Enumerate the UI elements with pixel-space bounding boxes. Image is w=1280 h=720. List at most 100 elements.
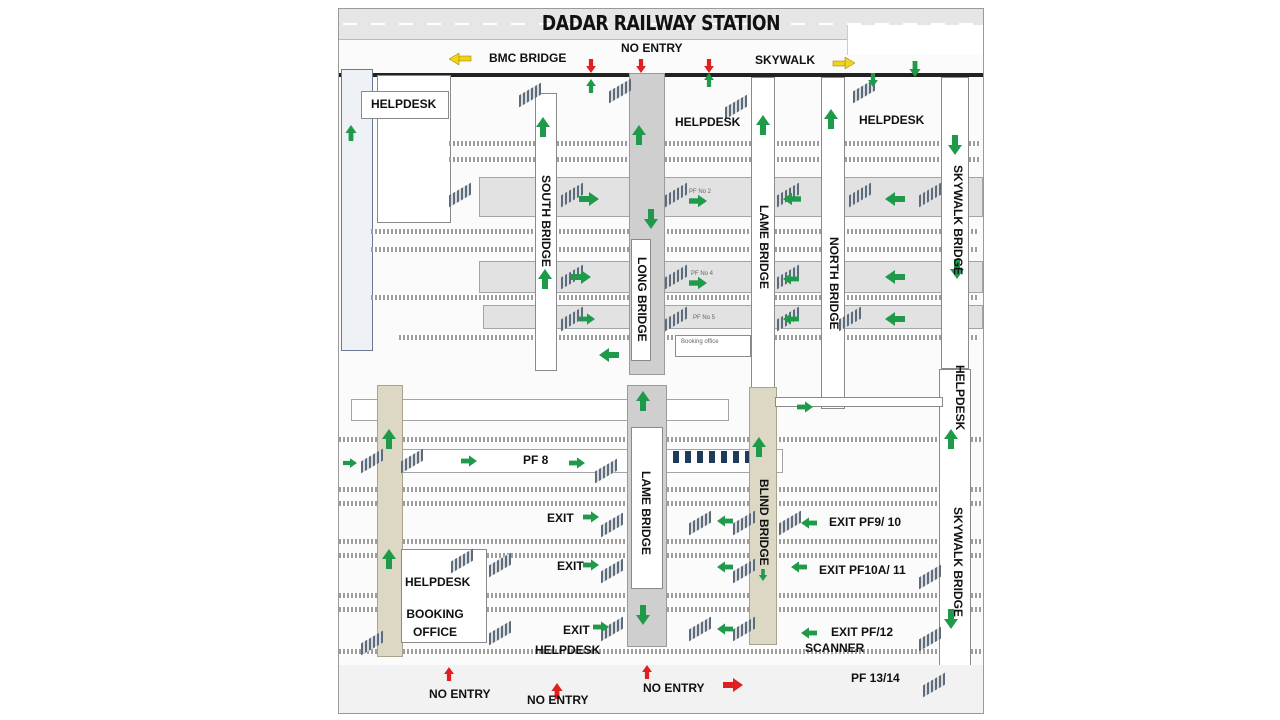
green-arrow-icon <box>758 569 768 581</box>
green-arrow-icon <box>586 79 596 93</box>
lame-bridge-bottom-label: LAME BRIDGE <box>639 471 653 555</box>
green-arrow-icon <box>868 73 878 87</box>
south-bridge <box>535 93 557 371</box>
booking-office-label: BOOKING OFFICE <box>406 607 464 639</box>
skywalk-label: SKYWALK <box>755 53 815 67</box>
green-arrow-icon <box>783 313 799 325</box>
exit-pf10a-11-label: EXIT PF10A/ 11 <box>819 563 906 577</box>
green-arrow-icon <box>801 517 817 529</box>
track <box>371 229 979 234</box>
no-entry-label-2: NO ENTRY <box>527 693 589 707</box>
track <box>339 649 983 654</box>
green-arrow-icon <box>944 429 958 449</box>
green-arrow-icon <box>885 312 905 326</box>
long-bridge-inner <box>631 239 651 361</box>
green-arrow-icon <box>783 273 799 285</box>
pf-no-5-label: PF No 5 <box>693 315 716 321</box>
booking-office-box <box>401 549 487 643</box>
exit-pf9-10-label: EXIT PF9/ 10 <box>829 515 902 529</box>
map-title: DADAR RAILWAY STATION <box>541 11 781 35</box>
green-arrow-icon <box>885 192 905 206</box>
walkway-north <box>775 397 943 407</box>
track <box>449 157 979 162</box>
helpdesk-left-label: HELPDESK <box>405 575 471 589</box>
green-arrow-icon <box>536 117 550 137</box>
skywalk-top-right <box>847 25 983 55</box>
green-arrow-icon <box>689 276 707 290</box>
red-arrow-icon <box>586 59 596 73</box>
helpdesk-label-1: HELPDESK <box>371 97 437 111</box>
green-arrow-icon <box>636 605 650 625</box>
green-arrow-icon <box>948 135 962 155</box>
left-bridge <box>377 385 403 657</box>
green-arrow-icon <box>579 313 595 325</box>
scanner-label: SCANNER <box>805 641 865 655</box>
green-arrow-icon <box>797 401 813 413</box>
green-arrow-icon <box>343 458 357 468</box>
no-entry-label-3: NO ENTRY <box>643 681 705 695</box>
green-arrow-icon <box>569 457 585 469</box>
green-arrow-icon <box>717 623 733 635</box>
helpdesk-bottom-label: HELPDESK <box>535 643 601 657</box>
red-arrow-icon <box>636 59 646 73</box>
pf-no-2-label: PF No 2 <box>689 189 712 195</box>
checker-strip <box>673 451 749 463</box>
lame-bridge-bottom-inner <box>631 427 663 589</box>
exit-label-2: EXIT <box>557 559 584 573</box>
north-bridge <box>821 77 845 409</box>
green-arrow-icon <box>382 549 396 569</box>
green-arrow-icon <box>801 627 817 639</box>
yellow-arrow-icon <box>832 56 856 70</box>
green-arrow-icon <box>752 437 766 457</box>
track <box>371 295 979 300</box>
green-arrow-icon <box>636 391 650 411</box>
red-arrow-icon <box>444 667 454 681</box>
lame-bridge-top-label: LAME BRIDGE <box>757 205 771 289</box>
exit-pf12-label: EXIT PF/12 <box>831 625 894 639</box>
red-arrow-icon <box>642 665 652 679</box>
booking-office-small-label: Booking office <box>681 339 719 345</box>
pf8-label: PF 8 <box>523 453 549 467</box>
bmc-bridge-label: BMC BRIDGE <box>489 51 567 65</box>
skywalk-bridge-bottom-label: SKYWALK BRIDGE <box>951 507 965 618</box>
south-bridge-label: SOUTH BRIDGE <box>539 175 553 268</box>
green-arrow-icon <box>717 561 733 573</box>
green-arrow-icon <box>909 61 921 77</box>
green-arrow-icon <box>345 125 357 141</box>
red-arrow-icon <box>723 678 743 692</box>
green-arrow-icon <box>824 109 838 129</box>
green-arrow-icon <box>593 621 609 633</box>
pf-no-4-label: PF No 4 <box>691 271 714 277</box>
no-entry-label-1: NO ENTRY <box>429 687 491 701</box>
track <box>371 247 979 252</box>
pf13-14-label: PF 13/14 <box>851 671 900 685</box>
station-map: DADAR RAILWAY STATION <box>338 8 984 714</box>
no-entry-top-label: NO ENTRY <box>621 41 683 55</box>
exit-label-1: EXIT <box>547 511 574 525</box>
green-arrow-icon <box>885 270 905 284</box>
green-arrow-icon <box>571 270 591 284</box>
exit-label-3: EXIT <box>563 623 590 637</box>
green-arrow-icon <box>538 269 552 289</box>
helpdesk-label-2: HELPDESK <box>675 115 741 129</box>
skywalk-bridge-top <box>941 77 969 369</box>
green-arrow-icon <box>632 125 646 145</box>
booking-office-small-box <box>675 335 751 357</box>
green-arrow-icon <box>583 511 599 523</box>
road-marking <box>343 23 979 25</box>
green-arrow-icon <box>704 73 714 87</box>
helpdesk-top-left-box <box>361 91 449 119</box>
green-arrow-icon <box>583 559 599 571</box>
green-arrow-icon <box>689 194 707 208</box>
green-arrow-icon <box>644 209 658 229</box>
green-arrow-icon <box>717 515 733 527</box>
skywalk-bridge-top-label: SKYWALK BRIDGE <box>951 165 965 276</box>
helpdesk-label-3: HELPDESK <box>859 113 925 127</box>
track <box>449 141 979 146</box>
long-bridge-label: LONG BRIDGE <box>635 257 649 342</box>
red-arrow-icon <box>704 59 714 73</box>
skywalk-bridge-bottom <box>939 369 971 711</box>
green-arrow-icon <box>756 115 770 135</box>
green-arrow-icon <box>382 429 396 449</box>
north-bridge-label: NORTH BRIDGE <box>827 237 841 330</box>
